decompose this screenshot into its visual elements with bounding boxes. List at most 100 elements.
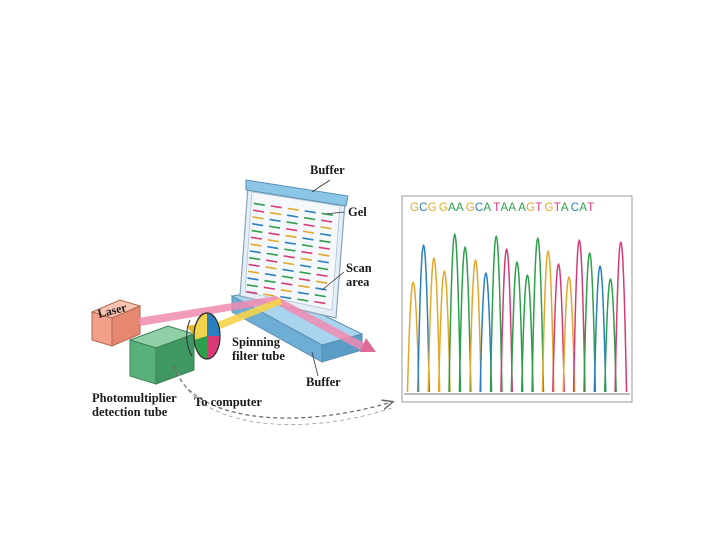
chromatogram-peak xyxy=(406,281,420,393)
gel-band xyxy=(281,282,293,286)
gel-band xyxy=(270,205,282,209)
label-buffer-top: Buffer xyxy=(310,163,345,177)
gel-band xyxy=(304,216,316,221)
label-buffer-bottom: Buffer xyxy=(306,375,341,389)
gel-band xyxy=(269,218,281,223)
gel-band xyxy=(265,266,277,270)
gel-band xyxy=(253,209,265,213)
gel-band xyxy=(280,289,292,293)
sequence-base: A xyxy=(508,202,517,214)
chromatogram-peak xyxy=(583,252,597,393)
sequence-base: A xyxy=(455,202,464,214)
chromatogram-peak xyxy=(510,261,524,393)
laser-box xyxy=(90,299,142,347)
chromatogram-peak xyxy=(520,274,534,393)
gel-band xyxy=(284,241,296,245)
gel-band xyxy=(297,298,309,302)
gel-band xyxy=(320,226,332,230)
gel-band xyxy=(301,244,313,248)
detector-box xyxy=(128,325,196,385)
gel-band xyxy=(298,277,311,282)
chromatogram-peaks xyxy=(406,233,628,393)
sequence-base: A xyxy=(518,202,527,214)
chromatogram-peak xyxy=(437,270,451,393)
sequence-base: G xyxy=(526,202,536,214)
gel-band xyxy=(315,280,328,284)
gel-band xyxy=(264,279,276,284)
gel-band xyxy=(251,222,264,227)
gel-band xyxy=(268,225,281,229)
gel-band xyxy=(287,207,299,211)
gel-band xyxy=(246,284,258,288)
gel-band xyxy=(317,266,329,271)
sequence-base: A xyxy=(560,202,569,214)
gel-band xyxy=(284,248,296,252)
chromatogram-peak xyxy=(500,248,514,393)
chromatogram-peak xyxy=(552,263,565,393)
gel-band xyxy=(298,284,310,289)
chromatogram-peak xyxy=(448,233,462,393)
gel-band xyxy=(316,273,328,278)
gel-band xyxy=(268,232,280,236)
gel-band xyxy=(285,234,297,239)
sequence-base: G xyxy=(544,202,554,214)
label-spinning-2: filter tube xyxy=(232,349,285,363)
gel-band xyxy=(283,261,295,266)
gel-band xyxy=(249,250,261,254)
label-photomultiplier-2: detection tube xyxy=(92,405,168,419)
sequence-base: G xyxy=(465,202,475,214)
sequence-base: T xyxy=(587,202,595,214)
filter-wheel xyxy=(186,312,221,360)
label-spinning-1: Spinning xyxy=(232,335,280,349)
chromatogram-peak xyxy=(469,259,482,393)
label-scan-area-2: area xyxy=(346,275,370,289)
gel-band xyxy=(301,250,313,255)
gel-band xyxy=(299,271,311,275)
gel-band xyxy=(321,212,333,216)
gel-band xyxy=(267,245,279,250)
sequence-base: A xyxy=(500,202,509,214)
chromatogram-peak xyxy=(427,257,441,393)
gel-band xyxy=(264,272,277,277)
gel-band xyxy=(250,243,262,247)
gel-band xyxy=(302,230,315,234)
sequence-base: A xyxy=(447,202,456,214)
gel-band xyxy=(252,216,264,220)
chromatogram-peak xyxy=(603,278,617,393)
chromatogram-peak xyxy=(614,241,628,393)
gel-band xyxy=(300,264,312,268)
label-gel: Gel xyxy=(348,205,367,219)
sequence-base: G xyxy=(427,202,437,214)
chromatogram-peak xyxy=(593,265,607,393)
gel-band xyxy=(283,255,295,259)
gel-band xyxy=(263,286,275,290)
gel-band xyxy=(250,236,262,240)
gel-band xyxy=(281,275,294,279)
sequence-base: C xyxy=(419,202,428,214)
gel-band xyxy=(266,252,278,256)
gel-band xyxy=(315,287,327,291)
to-computer-arrow xyxy=(173,365,392,419)
gel-band xyxy=(287,214,299,218)
gel-band xyxy=(280,295,292,300)
label-scan-area-1: Scan xyxy=(346,261,372,275)
gel-band xyxy=(266,259,278,263)
gel-band xyxy=(314,300,326,305)
gel-band xyxy=(285,227,298,232)
gel-band xyxy=(319,232,332,237)
chromatogram-peak xyxy=(458,246,472,393)
gel-band xyxy=(314,294,326,298)
sequence-base: A xyxy=(483,202,492,214)
gel-plate xyxy=(239,179,349,319)
sequence-base: A xyxy=(579,202,588,214)
sequence-base: G xyxy=(438,202,448,214)
gel-band xyxy=(248,263,260,268)
chromatogram-peak xyxy=(479,272,493,393)
gel-band xyxy=(286,221,298,225)
gel-band xyxy=(317,260,329,264)
gel-band xyxy=(319,239,331,244)
chromatogram-panel xyxy=(401,195,633,403)
gel-band xyxy=(297,291,309,295)
chromatogram-peak xyxy=(489,235,503,393)
